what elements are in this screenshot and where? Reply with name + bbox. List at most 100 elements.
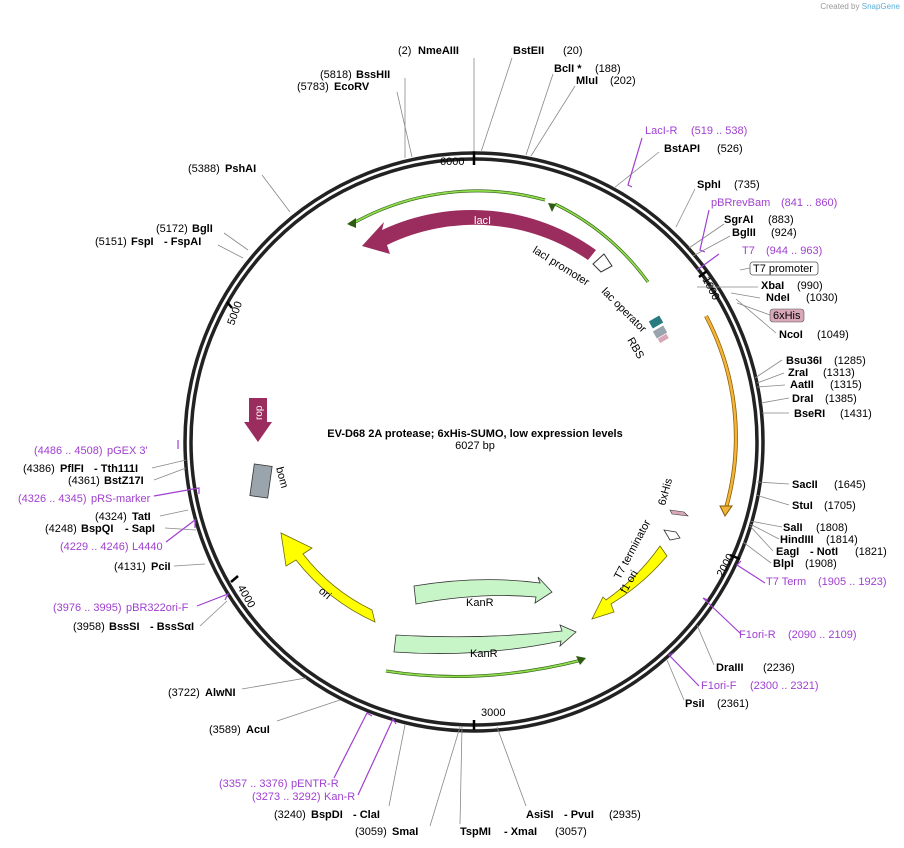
bom-label: bom — [273, 466, 290, 490]
site-tati-pos: (4324) — [95, 511, 127, 523]
6xHis-small-feature[interactable] — [669, 509, 689, 517]
primer-f1ori-r: F1ori-R — [739, 629, 776, 641]
lacI-arrow[interactable] — [362, 209, 596, 260]
site-ecorv: EcoRV — [334, 81, 370, 93]
primer-pbr322ori-f-range: (3976 .. 3995) — [53, 602, 122, 614]
site-bsteii-pos: (20) — [563, 45, 583, 57]
site-tati: TatI — [132, 511, 151, 523]
site-sphi-pos: (735) — [734, 179, 760, 191]
credit-text: Created by — [820, 2, 860, 11]
tick-3000: 3000 — [481, 707, 505, 719]
site-hindiii: HindIII — [780, 534, 814, 546]
rop-label: rop — [254, 405, 265, 420]
rbs-box[interactable] — [652, 325, 668, 339]
site-draiii-pos: (2236) — [763, 662, 795, 674]
f1-ori-arrow[interactable] — [591, 545, 668, 620]
site-xbai: XbaI — [761, 280, 784, 292]
site-bstapi-pos: (526) — [717, 143, 743, 155]
site-bstapi: BstAPI — [664, 143, 700, 155]
primer-f1ori-f-range: (2300 .. 2321) — [750, 680, 819, 692]
primer-pentr-r: pENTR-R — [291, 778, 339, 790]
rop-arrow[interactable] — [244, 398, 272, 442]
site-psii-pos: (2361) — [717, 698, 749, 710]
primer-t7-term-range: (1905 .. 1923) — [818, 576, 887, 588]
lac-operator-box[interactable] — [648, 315, 664, 329]
site-sgrai-pos: (883) — [768, 214, 794, 226]
site-bsshii-pos: (5818) — [320, 69, 352, 81]
primer-pgex3: pGEX 3' — [107, 445, 148, 457]
primer-pbr322ori-f: pBR322ori-F — [126, 602, 189, 614]
primer-prs-marker: pRS-marker — [91, 493, 151, 505]
6xHis-box-label: 6xHis — [773, 310, 801, 322]
site-ndei-pos: (1030) — [806, 292, 838, 304]
site-bsu36i-pos: (1285) — [834, 355, 866, 367]
6xHis-box[interactable] — [769, 308, 805, 323]
site-xmai-pos: (3057) — [555, 826, 587, 838]
site-hindiii-pos: (1814) — [826, 534, 858, 546]
site-tspmi: TspMI — [460, 826, 491, 838]
site-psii: PsiI — [685, 698, 705, 710]
site-alwni-pos: (3722) — [168, 687, 200, 699]
primer-l4440: L4440 — [132, 541, 163, 553]
site-blpi: BlpI — [773, 558, 794, 570]
site-aatii-pos: (1315) — [830, 379, 862, 391]
ori-arrow[interactable] — [280, 532, 376, 623]
site-bsshii: BssHII — [356, 69, 390, 81]
site-bsu36i: Bsu36I — [786, 355, 822, 367]
lacI-promoter-arrow[interactable] — [592, 253, 613, 273]
site-pcii: PciI — [151, 561, 171, 573]
tick-6000: 6000 — [440, 156, 464, 168]
t7-terminator-arrow[interactable] — [663, 529, 681, 541]
primer-l4440-range: (4229 .. 4246) — [60, 541, 129, 553]
site-bstz17i: BstZ17I — [104, 475, 144, 487]
primer-kan-r: Kan-R — [324, 791, 355, 803]
site-bspqi-pos: (4248) — [45, 523, 77, 535]
snapgene-credit: Created by SnapGene — [820, 2, 900, 11]
site-bspdi-pos: (3240) — [274, 809, 306, 821]
site-bglii-pos: (924) — [771, 227, 797, 239]
tick-marks — [226, 151, 741, 730]
bom-box[interactable] — [249, 463, 273, 499]
site-fspi: FspI — [131, 236, 154, 248]
site-asisi: AsiSI — [526, 809, 554, 821]
site-eagi-pos: (1821) — [855, 546, 887, 558]
t7-promoter-label: T7 promoter — [753, 263, 813, 275]
site-blpi-pos: (1908) — [805, 558, 837, 570]
primer-laci-r-range: (519 .. 538) — [691, 125, 747, 137]
site-ecorv-pos: (5783) — [297, 81, 329, 93]
site-sphi: SphI — [697, 179, 721, 191]
site-tth111i: - Tth111I — [94, 463, 138, 475]
site-fspi-pos: (5151) — [95, 236, 127, 248]
site-nmeaiii: NmeAIII — [418, 45, 459, 57]
site-pflfi: PflFI — [60, 463, 84, 475]
site-xmai: - XmaI — [504, 826, 537, 838]
plasmid-length: 6027 bp — [455, 440, 495, 452]
site-stui: StuI — [792, 500, 813, 512]
site-zrai-pos: (1313) — [823, 367, 855, 379]
site-pcii-pos: (4131) — [114, 561, 146, 573]
site-bsssai: - BssSαI — [150, 621, 194, 633]
site-bgli: BglI — [192, 223, 213, 235]
site-bcli-pos: (188) — [595, 63, 621, 75]
site-pvui-pos: (2935) — [609, 809, 641, 821]
site-bcli: BclI * — [554, 63, 582, 75]
kanr-arrow-2[interactable] — [393, 624, 577, 654]
site-mlui: MluI — [576, 75, 598, 87]
site-sgrai: SgrAI — [724, 214, 753, 226]
primer-t7-term: T7 Term — [766, 576, 806, 588]
primer-f1ori-f: F1ori-F — [701, 680, 737, 692]
site-bsteii: BstEII — [513, 45, 544, 57]
site-pshai-pos: (5388) — [188, 163, 220, 175]
site-pflfi-pos: (4386) — [23, 463, 55, 475]
site-pshai: PshAI — [225, 163, 256, 175]
site-clai: - ClaI — [353, 809, 380, 821]
kanr-arrow-1[interactable] — [413, 576, 553, 605]
primer-prs-marker-range: (4326 .. 4345) — [18, 493, 87, 505]
t7-promoter-box[interactable] — [749, 261, 819, 276]
site-acui-pos: (3589) — [209, 724, 241, 736]
primer-pbrrevbam: pBRrevBam — [711, 197, 770, 209]
site-ncoi-pos: (1049) — [817, 329, 849, 341]
site-noti: - NotI — [810, 546, 838, 558]
site-drai: DraI — [792, 393, 813, 405]
